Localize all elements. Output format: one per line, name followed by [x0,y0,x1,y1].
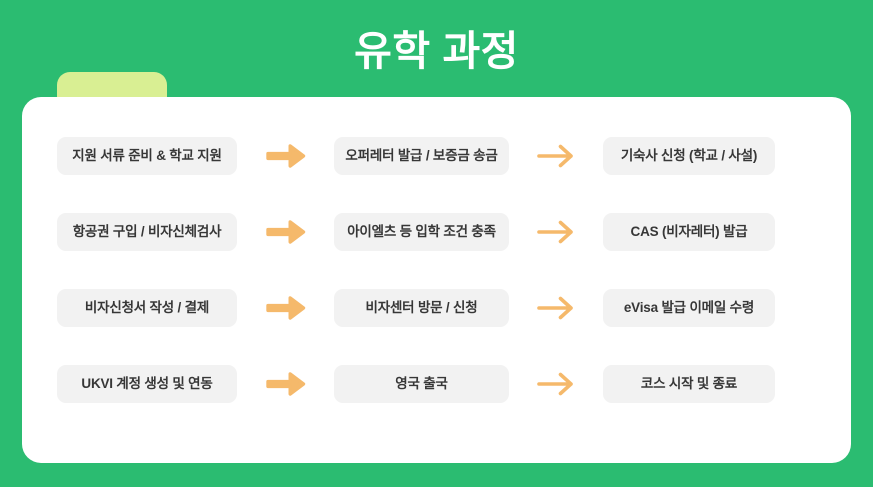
step-label: 기숙사 신청 (학교 / 사설) [620,148,758,163]
arrow-right-icon [509,370,603,398]
step-label: eVisa 발급 이메일 수령 [623,300,755,315]
step-box[interactable]: 오퍼레터 발급 / 보증금 송금 [334,137,509,175]
arrow-right-icon [237,370,334,398]
flow-row: 비자신청서 작성 / 결제 비자센터 방문 / 신청 eVisa 발급 이메 [57,289,817,327]
step-label: 오퍼레터 발급 / 보증금 송금 [345,148,498,163]
arrow-right-icon [509,218,603,246]
step-box[interactable]: 아이엘츠 등 입학 조건 충족 [334,213,509,251]
flow-row: 지원 서류 준비 & 학교 지원 오퍼레터 발급 / 보증금 송금 기숙사 [57,137,817,175]
arrow-right-icon [237,142,334,170]
page-title: 유학 과정 [354,28,519,74]
step-label: 비자신청서 작성 / 결제 [84,300,210,315]
step-box[interactable]: 비자신청서 작성 / 결제 [57,289,237,327]
flow-row: 항공권 구입 / 비자신체검사 아이엘츠 등 입학 조건 충족 CAS (비 [57,213,817,251]
step-box[interactable]: CAS (비자레터) 발급 [603,213,775,251]
step-box[interactable]: 영국 출국 [334,365,509,403]
step-box[interactable]: 비자센터 방문 / 신청 [334,289,509,327]
arrow-right-icon [509,142,603,170]
step-label: 항공권 구입 / 비자신체검사 [72,224,222,239]
process-flow: 지원 서류 준비 & 학교 지원 오퍼레터 발급 / 보증금 송금 기숙사 [57,137,817,427]
arrow-right-icon [237,218,334,246]
arrow-right-icon [509,294,603,322]
step-label: CAS (비자레터) 발급 [630,224,748,239]
step-box[interactable]: 항공권 구입 / 비자신체검사 [57,213,237,251]
step-label: 영국 출국 [395,376,448,391]
step-label: 지원 서류 준비 & 학교 지원 [72,148,222,163]
flow-card: 지원 서류 준비 & 학교 지원 오퍼레터 발급 / 보증금 송금 기숙사 [22,97,851,463]
step-label: 코스 시작 및 종료 [640,376,738,391]
arrow-right-icon [237,294,334,322]
step-box[interactable]: eVisa 발급 이메일 수령 [603,289,775,327]
flow-row: UKVI 계정 생성 및 연동 영국 출국 코스 시작 및 종료 [57,365,817,403]
step-box[interactable]: 코스 시작 및 종료 [603,365,775,403]
step-box[interactable]: 지원 서류 준비 & 학교 지원 [57,137,237,175]
step-box[interactable]: UKVI 계정 생성 및 연동 [57,365,237,403]
step-label: 아이엘츠 등 입학 조건 충족 [347,224,496,239]
step-label: 비자센터 방문 / 신청 [365,300,478,315]
step-label: UKVI 계정 생성 및 연동 [81,376,213,391]
step-box[interactable]: 기숙사 신청 (학교 / 사설) [603,137,775,175]
